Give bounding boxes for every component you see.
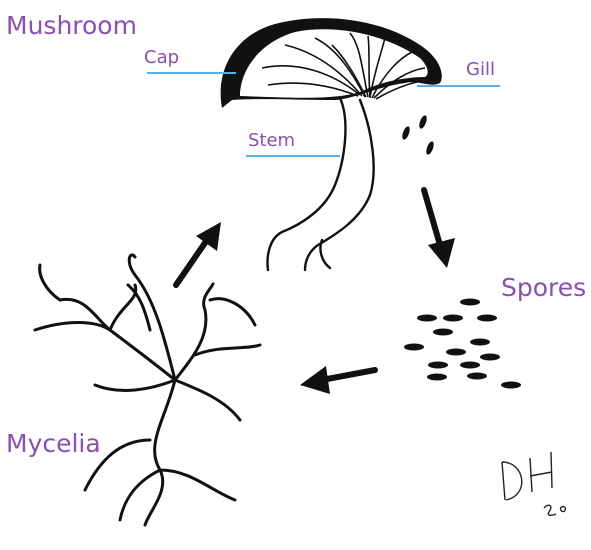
signature-mark [502,452,566,515]
arrow-to-spores [424,190,455,268]
mushroom-cap [221,18,442,108]
arrow-to-mycelia [300,366,375,394]
stem-label: Stem [248,132,295,150]
gill-label: Gill [466,61,495,79]
arrow-to-mushroom [176,222,221,285]
mushroom-label: Mushroom [6,13,137,38]
falling-spores [401,114,435,155]
mycelia-label: Mycelia [6,431,101,456]
spores-label: Spores [501,275,586,300]
mycelia-network [35,255,260,525]
cap-label: Cap [144,49,179,67]
spore-cluster [404,299,521,389]
mushroom-stem [268,98,374,270]
